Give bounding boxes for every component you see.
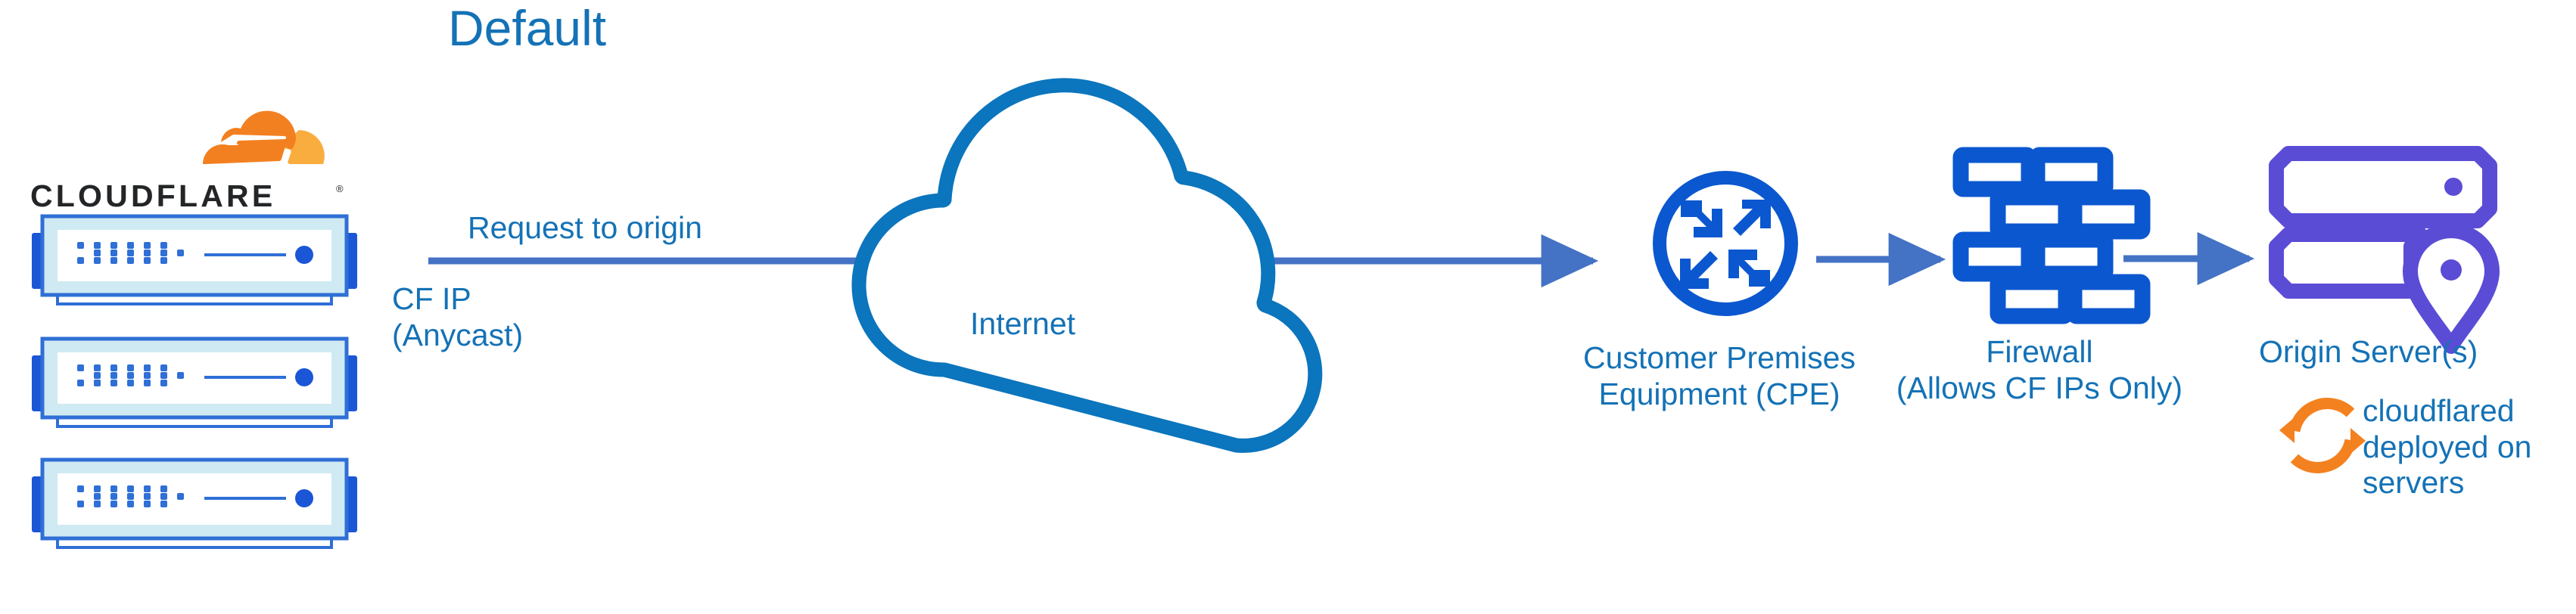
server-rack-icon (32, 214, 357, 305)
sync-arrows-icon (2279, 398, 2366, 473)
node-label-cf-ip: CF IP (Anycast) (392, 281, 524, 352)
flow-label-request-to-origin: Request to origin (468, 210, 702, 245)
cloud-icon (851, 78, 1323, 453)
svg-text:®: ® (336, 183, 344, 194)
server-rack-icon (32, 457, 357, 549)
cloudflare-wordmark: CLOUDFLARE ® (30, 181, 344, 213)
page-title: Default (448, 0, 607, 56)
node-label-origin-server: Origin Server(s) (2259, 334, 2478, 369)
node-label-internet: Internet (970, 306, 1076, 341)
server-pin-icon (2269, 146, 2500, 354)
cloudflare-brand: CLOUDFLARE ® (30, 106, 363, 219)
server-rack-icon (32, 336, 357, 428)
svg-text:CLOUDFLARE: CLOUDFLARE (30, 181, 275, 213)
node-label-firewall: Firewall (Allows CF IPs Only) (1896, 334, 2183, 405)
cloudflare-cloud-logo (203, 110, 325, 164)
router-icon (1653, 171, 1798, 316)
brick-wall-icon (1952, 147, 2151, 324)
node-label-cpe: Customer Premises Equipment (CPE) (1583, 340, 1856, 411)
annotation-label-cloudflared: cloudflared deployed on servers (2363, 393, 2532, 501)
